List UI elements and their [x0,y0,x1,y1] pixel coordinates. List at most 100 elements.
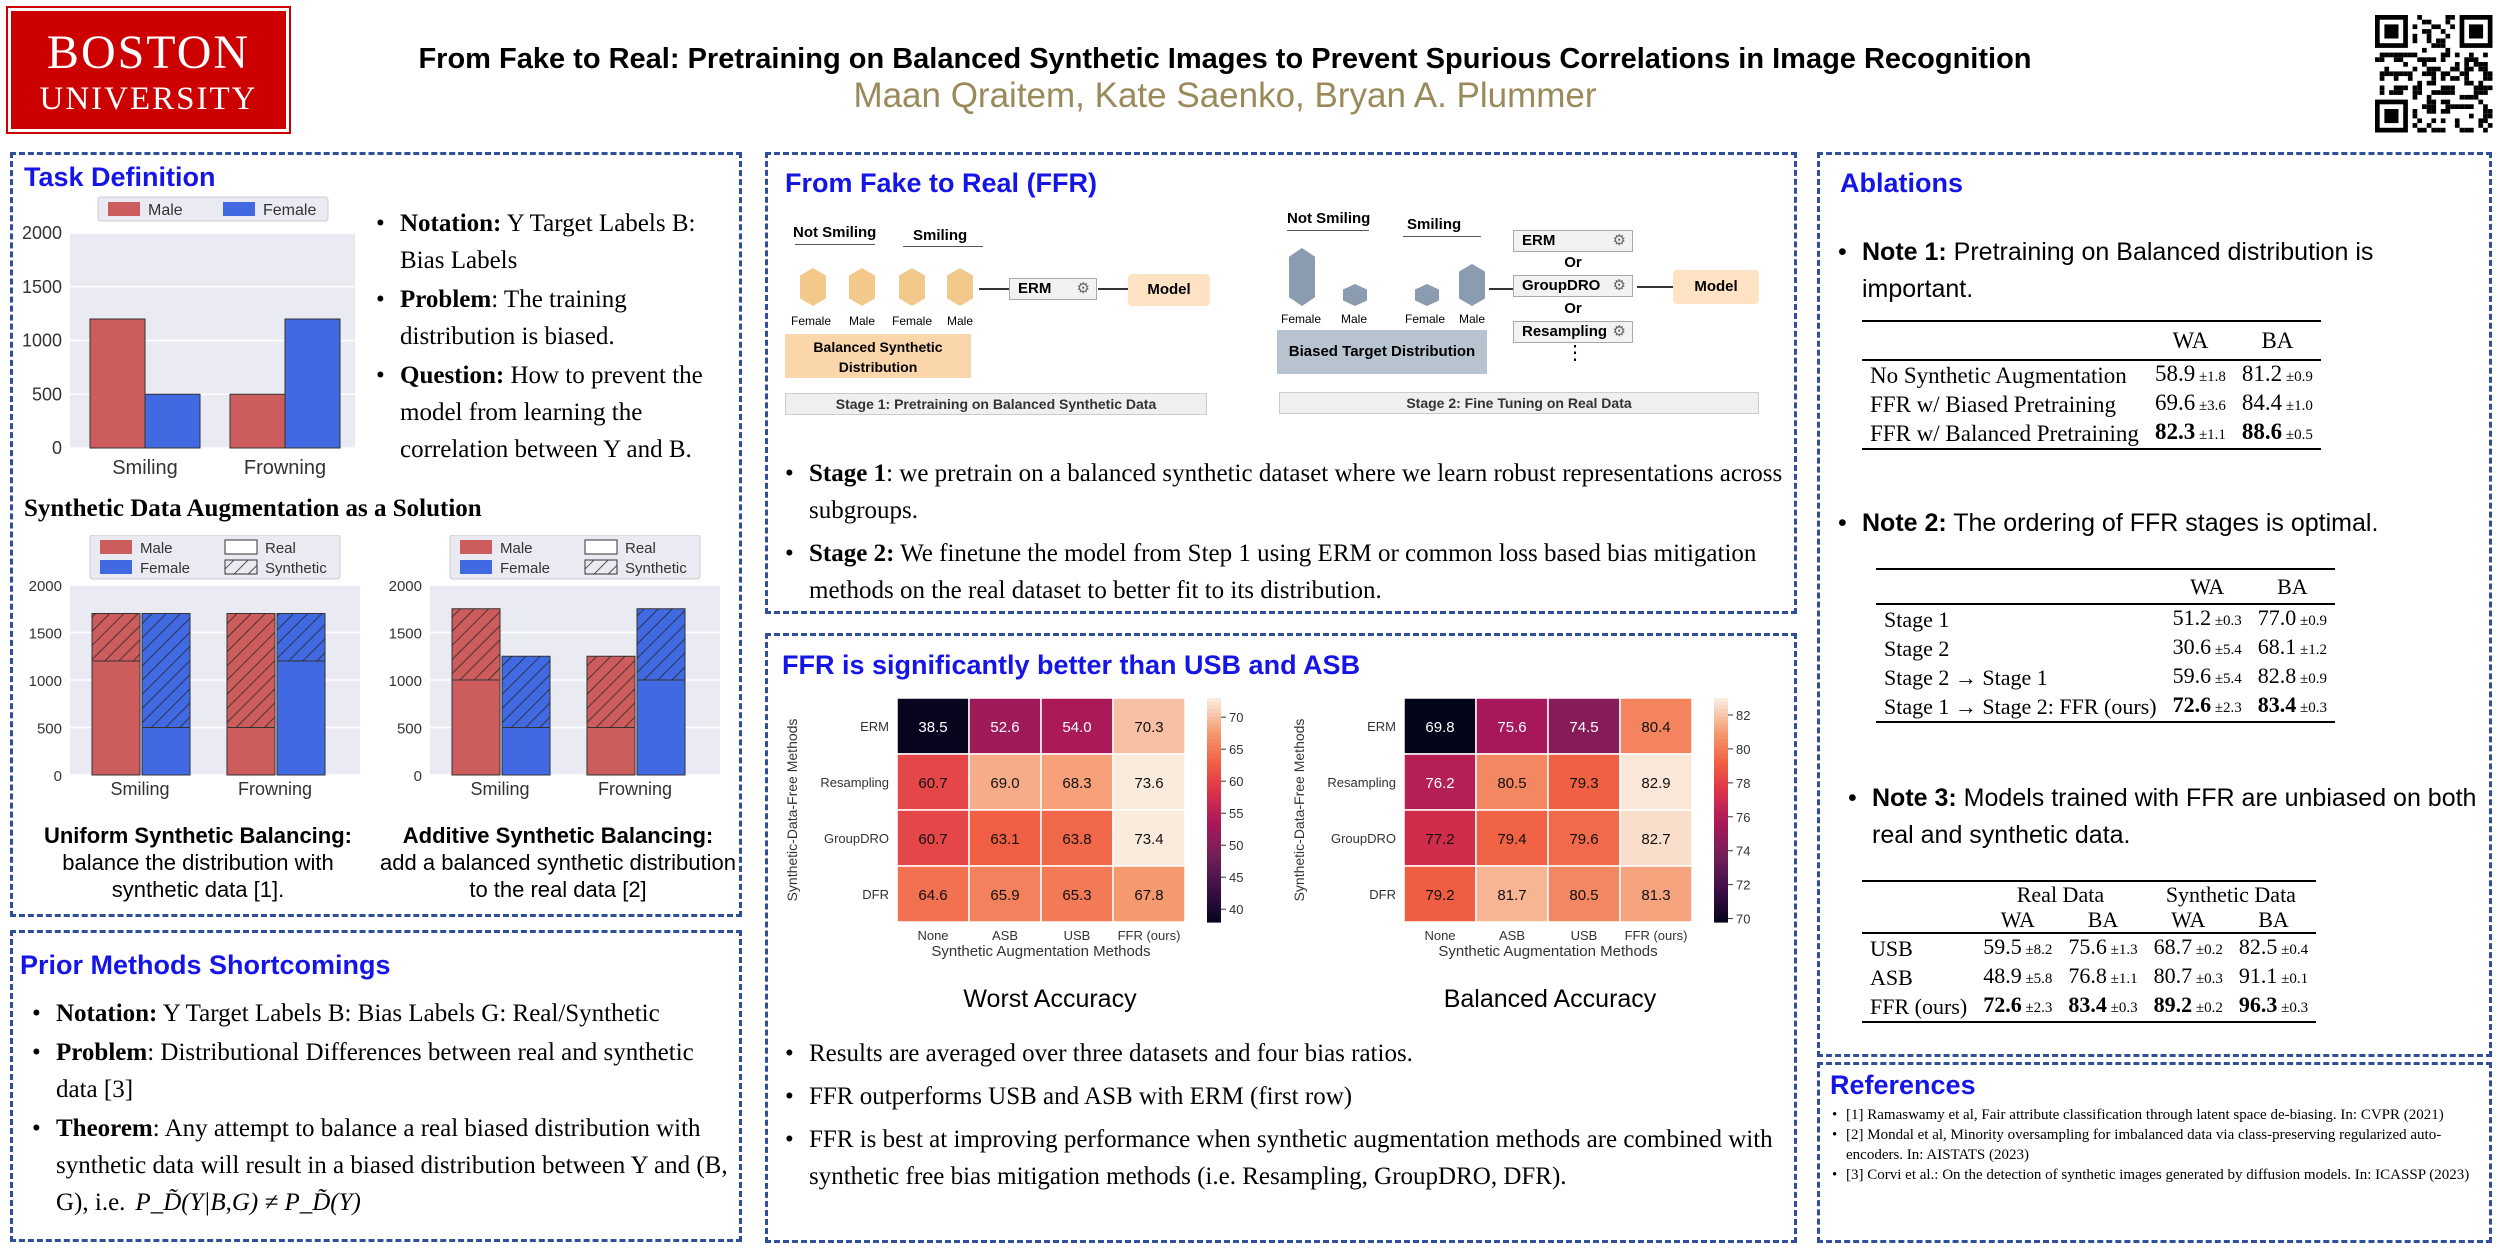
heatmap-row-label: Resampling [820,775,889,790]
table-header: WA [2145,907,2231,934]
cell-std: ±5.4 [2211,642,2242,658]
hexagon-icon [1289,248,1315,306]
qr-module [2426,38,2432,44]
table-header [1862,320,2147,361]
qr-module [2431,104,2437,109]
gear-icon: ⚙ [1612,323,1626,340]
qr-module [2450,66,2455,72]
qr-module [2473,85,2479,91]
heatmap-cell [1112,809,1186,867]
qr-module [2440,57,2446,62]
qr-module [2412,52,2418,58]
colorbar-segment [1207,862,1221,867]
bar-hatch [277,613,325,661]
colorbar-segment [1207,754,1221,759]
qr-module [2469,80,2474,86]
qr-module [2422,47,2427,53]
colorbar-segment [1714,772,1728,777]
qr-module [2431,57,2437,62]
qr-module [2483,104,2488,109]
colorbar-segment [1714,712,1728,718]
heatmap-value: 80.5 [1569,887,1598,904]
task-bullet-label: Notation: [400,210,502,237]
colorbar-segment [1207,731,1221,736]
bar-hatch [637,608,685,680]
method-box-groupdro: GroupDRO ⚙ [1513,275,1633,297]
legend-swatch [223,202,255,216]
colorbar-segment [1207,746,1221,751]
heatmap-value: 80.5 [1497,775,1526,792]
qr-module [2464,127,2469,133]
stage2-method-erm: ERM [1522,232,1556,249]
colorbar-segment [1714,750,1728,755]
cell-value: 89.2 [2153,992,2193,1017]
qr-module [2450,90,2455,95]
reference-item: •[2] Mondal et al, Minority oversampling… [1832,1125,2482,1165]
legend-swatch [460,560,492,574]
qr-module [2454,66,2460,72]
heatmap-cell [1112,753,1186,811]
qr-module [2422,62,2427,67]
stage2-female-1: Female [1281,312,1322,326]
reference-text: [2] Mondal et al, Minority oversampling … [1846,1127,2442,1163]
note1-label: Note 1: [1862,238,1947,266]
colorbar-segment [1207,716,1221,721]
reference-item: •[3] Corvi et al.: On the detection of s… [1832,1165,2482,1185]
qr-module [2445,104,2451,109]
colorbar-segment [1207,828,1221,833]
cell-std: ±0.2 [2192,1000,2223,1016]
bu-logo: BOSTON UNIVERSITY [6,6,291,134]
qr-module [2454,104,2460,109]
method-box-resampling: Resampling ⚙ [1513,321,1633,343]
qr-module [2469,104,2474,109]
colorbar-segment [1207,907,1221,912]
stage2-female-2: Female [1405,312,1446,326]
heatmap-value: 79.2 [1425,887,1454,904]
qr-module [2445,109,2451,114]
cell-value: 68.1 [2257,634,2297,659]
qr-finder [2469,24,2484,39]
cell-value: 76.8 [2068,963,2107,988]
colorbar-tick-label: 78 [1736,776,1750,791]
stage2-bracket-right [1403,236,1481,237]
table-cell: 58.9 ±1.8 [2147,360,2234,390]
colorbar-segment [1207,698,1221,703]
hexagon-icon [849,268,875,306]
qr-module [2398,57,2404,62]
qr-module [2450,15,2455,20]
heatmap-xlabel: Synthetic Augmentation Methods [931,943,1150,960]
qr-module [2440,29,2446,34]
heatmap-value: 60.7 [918,831,947,848]
qr-module [2440,99,2446,105]
qr-module [2379,90,2385,95]
task-bullet-label: Question: [400,362,505,389]
y-tick-label: 2000 [22,223,62,243]
qr-module [2379,71,2385,77]
y-tick-label: 2000 [29,578,62,595]
cell-std: ±3.6 [2195,398,2226,414]
heatmap-value: 63.1 [990,831,1019,848]
references-title: References [1830,1070,1976,1100]
erm-box: ERM ⚙ [1009,278,1097,300]
results-bullet-item: FFR outperforms USB and ASB with ERM (fi… [785,1078,1785,1115]
heatmap-value: 68.3 [1062,775,1091,792]
legend-frame [89,535,341,580]
qr-module [2431,118,2437,124]
table-cell: 96.3 ±0.3 [2230,992,2317,1023]
y-tick-label: 0 [52,438,62,458]
legend-swatch [100,540,132,554]
bar-hatch [142,613,190,728]
heatmap-cell [896,865,970,923]
heatmap-value: 69.0 [990,775,1019,792]
colorbar-segment [1714,817,1728,822]
heatmap-cell [1547,697,1621,755]
heatmap-value: 54.0 [1062,719,1091,736]
cell-std: ±1.8 [2195,369,2226,385]
cell-std: ±0.3 [2277,1000,2309,1016]
qr-module [2407,71,2413,77]
cell-std: ±0.2 [2192,942,2223,958]
bar-female [284,318,341,449]
qr-module [2487,71,2493,77]
cell-std: ±0.3 [2211,613,2242,629]
